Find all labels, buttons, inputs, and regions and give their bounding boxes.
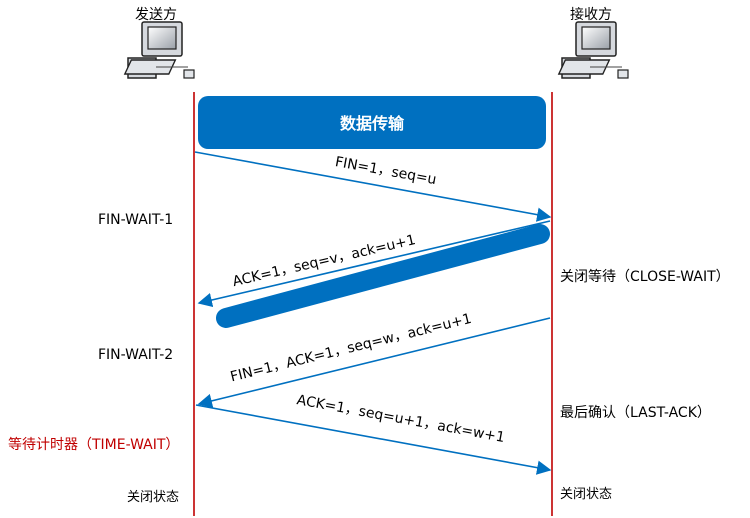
data-transfer-label: 数据传输 — [340, 114, 405, 133]
state-last-ack: 最后确认（LAST-ACK） — [560, 405, 711, 421]
sender-label: 发送方 — [135, 7, 177, 23]
ack2-label: ACK=1，seq=u+1，ack=w+1 — [295, 392, 506, 446]
ack2-arrow — [195, 404, 552, 475]
receiver-computer-icon — [557, 21, 629, 79]
fin1-label: FIN=1，seq=u — [334, 154, 438, 188]
state-fin-wait-1: FIN-WAIT-1 — [98, 212, 173, 228]
half-close-data-band — [216, 224, 550, 328]
state-sender-closed: 关闭状态 — [127, 490, 179, 505]
data-transfer-band — [198, 96, 546, 149]
state-close-wait: 关闭等待（CLOSE-WAIT） — [560, 268, 730, 285]
ack1-arrow — [197, 220, 551, 308]
fin2-arrow — [197, 317, 551, 408]
sender-computer-icon — [123, 21, 195, 79]
receiver-label: 接收方 — [570, 6, 612, 23]
fin1-arrow — [194, 151, 552, 222]
state-fin-wait-2: FIN-WAIT-2 — [98, 347, 173, 363]
state-receiver-closed: 关闭状态 — [560, 487, 612, 502]
state-time-wait: 等待计时器（TIME-WAIT） — [8, 436, 179, 453]
fin2-label: FIN=1，ACK=1，seq=w，ack=u+1 — [229, 311, 473, 386]
